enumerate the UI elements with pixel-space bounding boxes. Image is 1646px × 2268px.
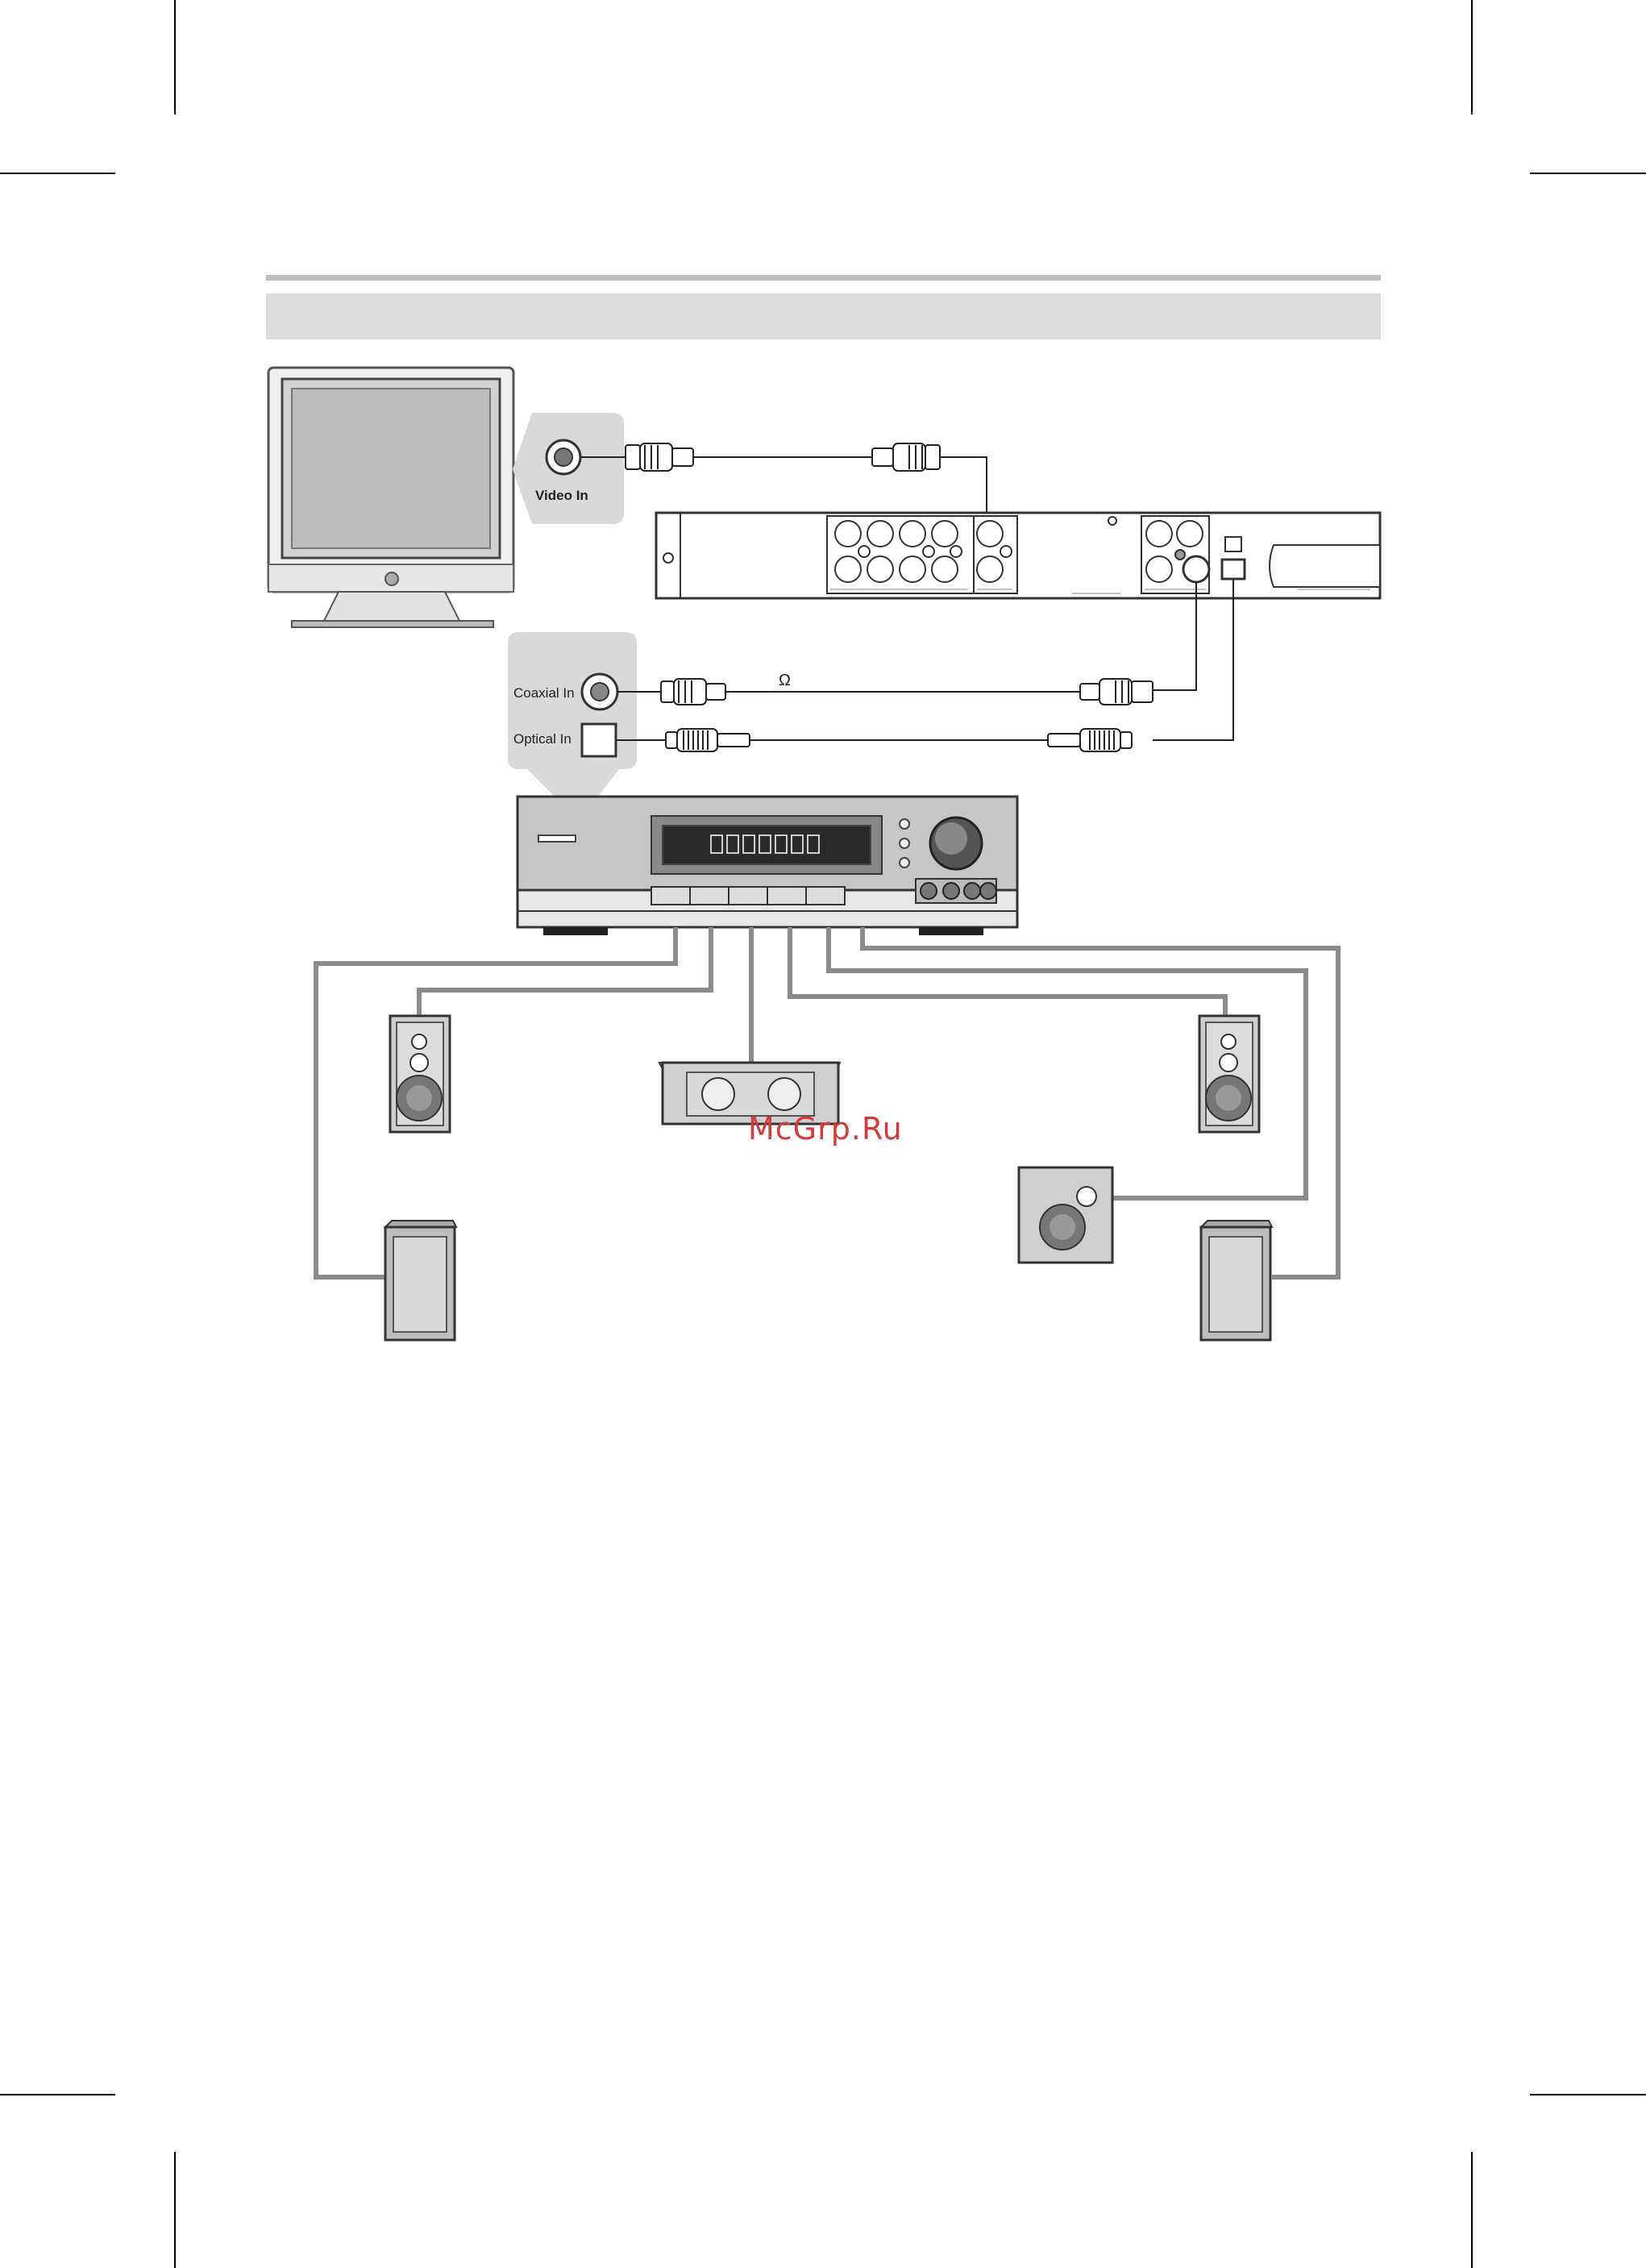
- coaxial-in-label: Coaxial In: [513, 685, 575, 701]
- front-right-speaker-icon: [1199, 1016, 1259, 1132]
- watermark: McGrp.Ru: [748, 1111, 903, 1146]
- optical-plug-icon: [1048, 729, 1132, 751]
- optical-cable: [616, 729, 1132, 751]
- av-receiver-icon: [517, 797, 1017, 935]
- front-right-cable: [790, 927, 1225, 1022]
- surround-left-cable: [316, 927, 675, 1277]
- rca-plug-icon: [1080, 679, 1153, 705]
- ohm-label: Ω: [779, 672, 791, 689]
- video-in-label: Video In: [535, 488, 588, 503]
- optical-in-label: Optical In: [513, 731, 572, 747]
- optical-plug-icon: [666, 729, 750, 751]
- receiver-input-callout: Coaxial In Optical In: [508, 632, 637, 798]
- coaxial-cable: Ω: [617, 672, 1153, 705]
- front-left-cable: [419, 927, 711, 1027]
- dvd-player-icon: [656, 513, 1380, 598]
- tv-icon: [268, 368, 513, 627]
- front-left-speaker-icon: [390, 1016, 450, 1132]
- rca-plug-icon: [626, 443, 693, 471]
- subwoofer-icon: [1019, 1167, 1112, 1263]
- rca-plug-icon: [661, 679, 725, 705]
- surround-left-speaker-icon: [385, 1221, 456, 1340]
- optical-cable-riser: [1153, 579, 1233, 740]
- rca-plug-icon: [872, 443, 940, 471]
- video-in-callout: Video In: [513, 413, 624, 524]
- surround-right-speaker-icon: [1201, 1221, 1272, 1340]
